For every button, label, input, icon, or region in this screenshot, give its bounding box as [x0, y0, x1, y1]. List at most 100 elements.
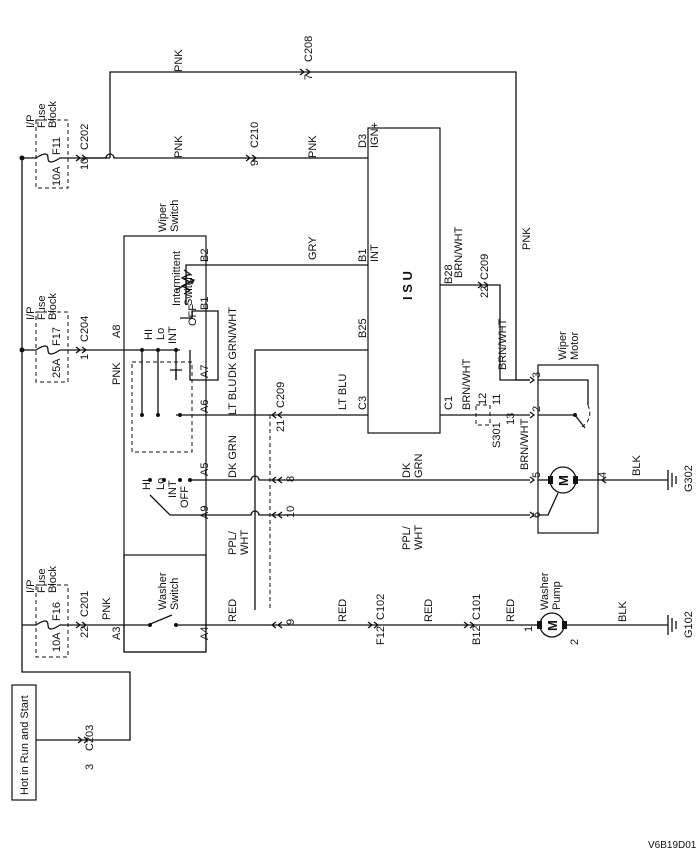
mode2-int: INT [167, 480, 179, 498]
pin-a8: A8 [111, 325, 123, 338]
pin-a5: A5 [199, 463, 211, 476]
c203-connector [77, 736, 90, 744]
c208-connector [299, 68, 312, 76]
wiper-motor-title-1: Wiper [557, 331, 569, 360]
c102-connector [367, 621, 380, 629]
ltblu-label-2: LT BLU [337, 374, 349, 410]
c101-pin: B12 [471, 625, 483, 645]
c102-pin: F12 [375, 626, 387, 645]
mode2-hi: HI [141, 479, 153, 490]
mode2-contact-1 [148, 478, 152, 482]
motor-pin-2: 2 [531, 406, 543, 412]
brnwht-top-wire [440, 284, 530, 381]
mode2-off: OFF [179, 486, 191, 508]
dk-label: DK [401, 462, 413, 478]
isu-b25-wire [254, 349, 368, 610]
c204-pin: 1 [79, 354, 91, 360]
pin-a4: A4 [199, 627, 211, 640]
pump-pin-2: 2 [569, 639, 581, 645]
c101-label: C101 [471, 594, 483, 620]
pnk-isu-label-2: PNK [307, 135, 319, 158]
interm-wire-b2 [185, 264, 206, 305]
isu-b28: B28 [443, 264, 455, 284]
pnk-top-label: PNK [173, 49, 185, 72]
wiper-motor-box [537, 364, 599, 534]
interm-wire-b1 [180, 310, 206, 319]
washer-switch-title-1: Washer [157, 572, 169, 610]
mode-int: INT [167, 326, 179, 344]
fuse-f16-block-3: Block [47, 566, 59, 593]
c204-connector [75, 346, 88, 354]
hot-in-run-label: Hot in Run and Start [19, 695, 31, 795]
motor-pin-3: 3 [531, 372, 543, 378]
pnk-isu-wire [86, 153, 368, 159]
washer-switch-contact [124, 614, 206, 626]
brnwht-label-3: BRN/WHT [461, 358, 473, 410]
fuse-f11-symbol [22, 153, 110, 163]
mode2-contact-3 [178, 478, 182, 482]
pplwht-wire [206, 510, 530, 516]
junction-f17 [19, 347, 25, 353]
fuse-f11-name: F11 [51, 137, 63, 155]
blk-label-2: BLK [617, 601, 629, 622]
fuse-f17-box [35, 311, 69, 383]
fuse-f17-name: F17 [51, 327, 63, 346]
pump-brush-1 [537, 621, 542, 629]
c209b-pin: 22 [479, 286, 491, 298]
fuse-f16-block-2: Fuse [36, 569, 48, 593]
c203-label: C203 [84, 725, 96, 751]
motor-p6-wire [538, 492, 559, 516]
c208-pin: 7 [303, 74, 315, 80]
pplwht-label-1a: PPL/ [227, 530, 239, 555]
fuse-f17-block-3: Block [47, 293, 59, 320]
mode-hi: HI [143, 329, 155, 340]
red-label-4: RED [505, 599, 517, 622]
c209-p9: 9 [285, 619, 297, 625]
hot-in-run-box [11, 684, 37, 801]
motor-park-wire [538, 379, 589, 405]
c201-label: C201 [79, 591, 91, 617]
blk-label-1: BLK [631, 455, 643, 476]
isu-c1: C1 [443, 396, 455, 410]
fuse-f11-block-1: I/P [25, 115, 37, 128]
pplwht-label-1b: WHT [239, 530, 251, 555]
isu-d3: D3 [357, 134, 369, 148]
motor-brush-1 [548, 476, 553, 484]
c208-label: C208 [303, 36, 315, 62]
hot-bus-wire [21, 160, 131, 741]
isu-label: I S U [400, 271, 415, 300]
washer-contact-1 [148, 623, 152, 627]
c210-label: C210 [249, 122, 261, 148]
pplwht-label-2a: PPL/ [401, 525, 413, 550]
c209-p21: 21 [275, 420, 287, 432]
interm-arrow [175, 278, 195, 291]
red-label-2: RED [337, 599, 349, 622]
c203-pin: 3 [84, 764, 96, 770]
g302-ground [667, 470, 677, 490]
gry-label: GRY [307, 236, 319, 260]
isu-module [367, 127, 441, 434]
fuse-f11-block-3: Block [47, 101, 59, 128]
pump-brush-2 [562, 621, 567, 629]
motor-pin-6: 6 [531, 512, 543, 518]
c201-connector [75, 621, 88, 629]
pnk-isu-label-1: PNK [173, 135, 185, 158]
mode2-lever [149, 494, 206, 516]
g102-ground [667, 615, 677, 635]
isu-b1: B1 [357, 249, 369, 262]
s301-label: S301 [491, 422, 503, 448]
pump-pin-1: 1 [523, 626, 535, 632]
motor-park-switch [538, 414, 586, 429]
pin-b2: B2 [199, 249, 211, 262]
pplwht-label-2b: WHT [413, 525, 425, 550]
interm-off: OFF [187, 304, 199, 326]
fuse-f17-symbol [22, 345, 122, 355]
mode-dashed-link [131, 361, 193, 453]
brnwht-label-4: BRN/WHT [519, 418, 531, 470]
dkgrn-label-1: DK GRN [227, 435, 239, 478]
pin-a6: A6 [199, 400, 211, 413]
c209b-connector [477, 281, 490, 289]
isu-c3: C3 [357, 396, 369, 410]
fuse-f17-block-1: I/P [25, 307, 37, 320]
washer-switch-title-2: Switch [169, 578, 181, 610]
